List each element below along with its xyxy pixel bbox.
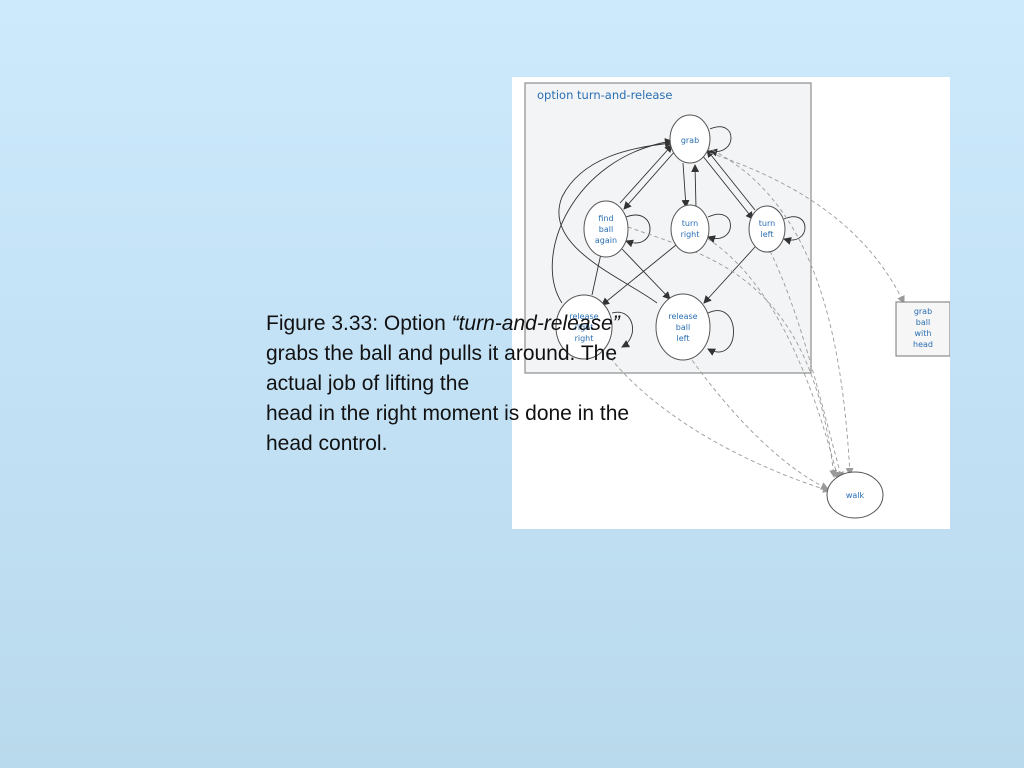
node-turn-right: turn right	[670, 204, 710, 254]
edge-releaseleft-walk	[683, 348, 829, 490]
edge-turnright-releaseright	[601, 244, 677, 306]
edge-grab-walk	[705, 146, 854, 476]
svg-text:ball: ball	[676, 323, 690, 332]
caption-prefix: Figure 3.33: Option	[266, 312, 452, 335]
node-release-right: release right right	[555, 294, 613, 360]
edge-turnright-grab	[691, 164, 700, 209]
edge-releaseleft-selfloop	[707, 310, 734, 356]
edge-turnright-selfloop	[707, 213, 731, 244]
caption-option-name: “turn-and-release”	[451, 312, 620, 335]
figure-caption: Figure 3.33: Option “turn-and-release” g…	[266, 309, 736, 459]
edge-turnleft-walk	[769, 250, 844, 480]
edge-grab-selfloop	[709, 126, 732, 157]
svg-text:release: release	[668, 312, 697, 321]
edge-grab-grabballwithhead	[709, 152, 905, 304]
edge-findball-grab	[619, 144, 673, 204]
edge-releaseright-walk	[601, 346, 831, 493]
figure-image: option turn-and-release	[512, 77, 950, 529]
caption-line-5: head control.	[266, 432, 388, 455]
svg-text:with: with	[915, 329, 932, 338]
edge-findball-releaseleft	[621, 248, 671, 300]
edge-turnright-walk	[701, 234, 841, 480]
svg-text:right: right	[575, 323, 594, 332]
transition-edges	[551, 126, 806, 356]
edge-turnleft-grab	[706, 149, 756, 211]
dashed-edges	[601, 146, 905, 493]
node-grab-ball-with-head: grab ball with head	[895, 301, 950, 357]
svg-text:find: find	[598, 214, 613, 223]
svg-text:walk: walk	[846, 491, 865, 500]
svg-text:grab: grab	[681, 136, 699, 145]
svg-text:release: release	[569, 312, 598, 321]
edge-findball-selfloop	[625, 214, 651, 248]
edge-grab-turnleft	[701, 154, 754, 220]
caption-line-2: grabs the ball and pulls it around. The	[266, 342, 618, 365]
edge-turnleft-releaseleft	[703, 246, 756, 304]
edge-turnleft-selfloop	[783, 216, 806, 245]
svg-text:grab: grab	[914, 307, 932, 316]
node-find-ball-again: find ball again	[583, 200, 629, 258]
svg-text:ball: ball	[916, 318, 930, 327]
cluster-label: option turn-and-release	[537, 88, 673, 102]
node-grab: grab	[669, 114, 711, 164]
svg-text:right: right	[681, 230, 700, 239]
svg-text:turn: turn	[759, 219, 775, 228]
edge-releaseleft-grab	[558, 139, 673, 304]
edge-grab-findball	[623, 149, 677, 210]
state-machine-diagram: option turn-and-release	[524, 82, 950, 519]
node-release-left: release ball left	[655, 293, 711, 361]
svg-text:head: head	[913, 340, 933, 349]
svg-text:left: left	[761, 230, 774, 239]
svg-text:turn: turn	[682, 219, 698, 228]
svg-text:again: again	[595, 236, 617, 245]
edge-releaseright-findball	[591, 248, 605, 296]
edge-findball-walk	[627, 226, 838, 478]
edge-grab-turnright	[681, 162, 690, 208]
svg-text:right: right	[575, 334, 594, 343]
node-turn-left: turn left	[748, 205, 786, 253]
svg-text:left: left	[677, 334, 690, 343]
svg-text:ball: ball	[599, 225, 613, 234]
edge-releaseright-loop	[611, 311, 633, 348]
edge-releaseright-grab	[551, 138, 673, 304]
caption-line-4: head in the right moment is done in the	[266, 402, 630, 425]
node-walk: walk	[826, 471, 884, 519]
caption-line-3: actual job of lifting the	[266, 372, 470, 395]
